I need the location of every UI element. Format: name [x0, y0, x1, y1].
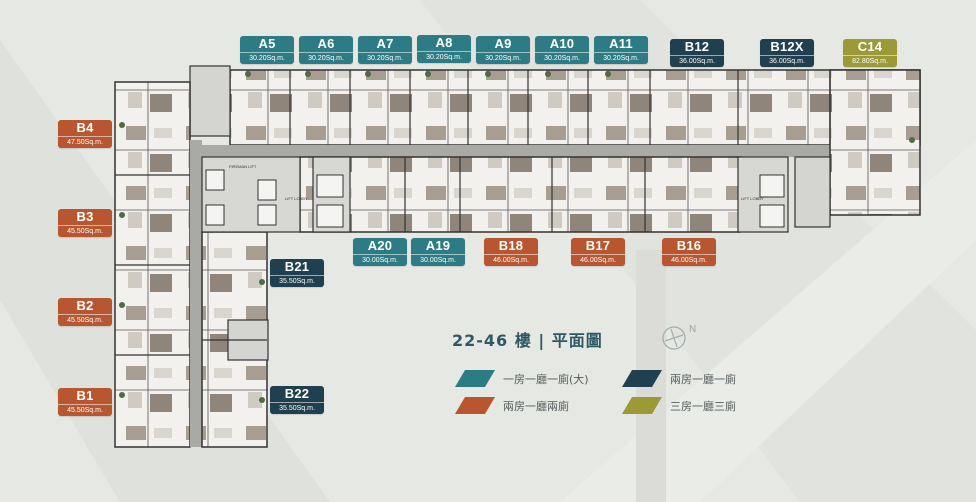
legend-swatch [622, 370, 662, 387]
unit-area: 30.00Sq.m. [411, 254, 465, 266]
unit-area: 46.00Sq.m. [662, 254, 716, 266]
legend-label: 三房一廳三廁 [670, 399, 736, 413]
vertical-corridor [190, 140, 202, 447]
unit-code: A5 [258, 36, 276, 51]
top-partitions [289, 70, 831, 145]
legend-item-one-bed-large: 一房一廳一廁(大) [455, 370, 589, 387]
unit-code: C14 [857, 39, 883, 54]
unit-code: A20 [367, 238, 393, 253]
unit-area: 30.20Sq.m. [594, 52, 648, 64]
left-partitions [115, 174, 190, 356]
unit-area: 30.20Sq.m. [476, 52, 530, 64]
bottom-partitions [404, 157, 646, 232]
unit-area: 35.50Sq.m. [270, 275, 324, 287]
legend-label: 兩房一廳兩廁 [503, 399, 569, 413]
compass-north-label: N [689, 324, 697, 335]
unit-area: 46.00Sq.m. [484, 254, 538, 266]
unit-area: 36.00Sq.m. [760, 55, 814, 67]
unit-area: 30.20Sq.m. [358, 52, 412, 64]
unit-code: B21 [284, 259, 310, 274]
unit-code: B17 [585, 238, 611, 253]
horizontal-corridor [190, 145, 830, 157]
unit-code: A7 [376, 36, 394, 51]
legend-item-two-bed: 兩房一廳兩廁 [455, 397, 569, 414]
unit-code: B2 [76, 298, 94, 313]
unit-area: 45.50Sq.m. [58, 404, 112, 416]
compass-icon [662, 326, 686, 350]
unit-code: B3 [76, 209, 94, 224]
unit-area: 45.50Sq.m. [58, 314, 112, 326]
fireman-lift-label: FIREMAN LIFT [229, 164, 257, 169]
lift-lobby-label-right: LIFT LOBBY [741, 196, 764, 201]
floor-title: 22-46 樓 | 平面圖 [452, 331, 603, 350]
unit-code: A9 [494, 36, 512, 51]
stair-right [794, 156, 831, 228]
unit-code: A11 [609, 36, 633, 51]
legend-item-one-bed: 兩房一廳一廁 [622, 370, 736, 387]
unit-area: 47.50Sq.m. [58, 136, 112, 148]
legend-swatch [455, 370, 495, 387]
legend-label: 兩房一廳一廁 [670, 372, 736, 386]
unit-code: B1 [76, 388, 94, 403]
unit-code: A10 [549, 36, 575, 51]
unit-code: A8 [435, 35, 453, 50]
unit-code: B12 [684, 39, 710, 54]
unit-area: 45.50Sq.m. [58, 225, 112, 237]
unit-code: B12X [770, 39, 804, 54]
unit-code: B18 [498, 238, 524, 253]
unit-area: 35.50Sq.m. [270, 402, 324, 414]
bottom-units [299, 156, 741, 233]
unit-area: 30.20Sq.m. [417, 51, 471, 63]
unit-code: B22 [284, 386, 310, 401]
lift-lobby-label-left: LIFT LOBBY [285, 196, 308, 201]
unit-area: 46.00Sq.m. [571, 254, 625, 266]
unit-area: 82.80Sq.m. [843, 55, 897, 67]
legend-label: 一房一廳一廁(大) [503, 372, 589, 386]
legend-swatch [455, 397, 495, 414]
unit-area: 36.00Sq.m. [670, 55, 724, 67]
legend-swatch [622, 397, 662, 414]
unit-area: 30.20Sq.m. [299, 52, 353, 64]
core-top [189, 65, 231, 137]
unit-code: A6 [317, 36, 335, 51]
top-units [229, 69, 921, 146]
c14-block [829, 69, 921, 216]
unit-area: 30.00Sq.m. [353, 254, 407, 266]
unit-code: A19 [425, 238, 451, 253]
unit-code: B4 [76, 120, 94, 135]
unit-area: 30.20Sq.m. [240, 52, 294, 64]
legend-item-three-bed: 三房一廳三廁 [622, 397, 736, 414]
unit-code: B16 [676, 238, 702, 253]
unit-area: 30.20Sq.m. [535, 52, 589, 64]
